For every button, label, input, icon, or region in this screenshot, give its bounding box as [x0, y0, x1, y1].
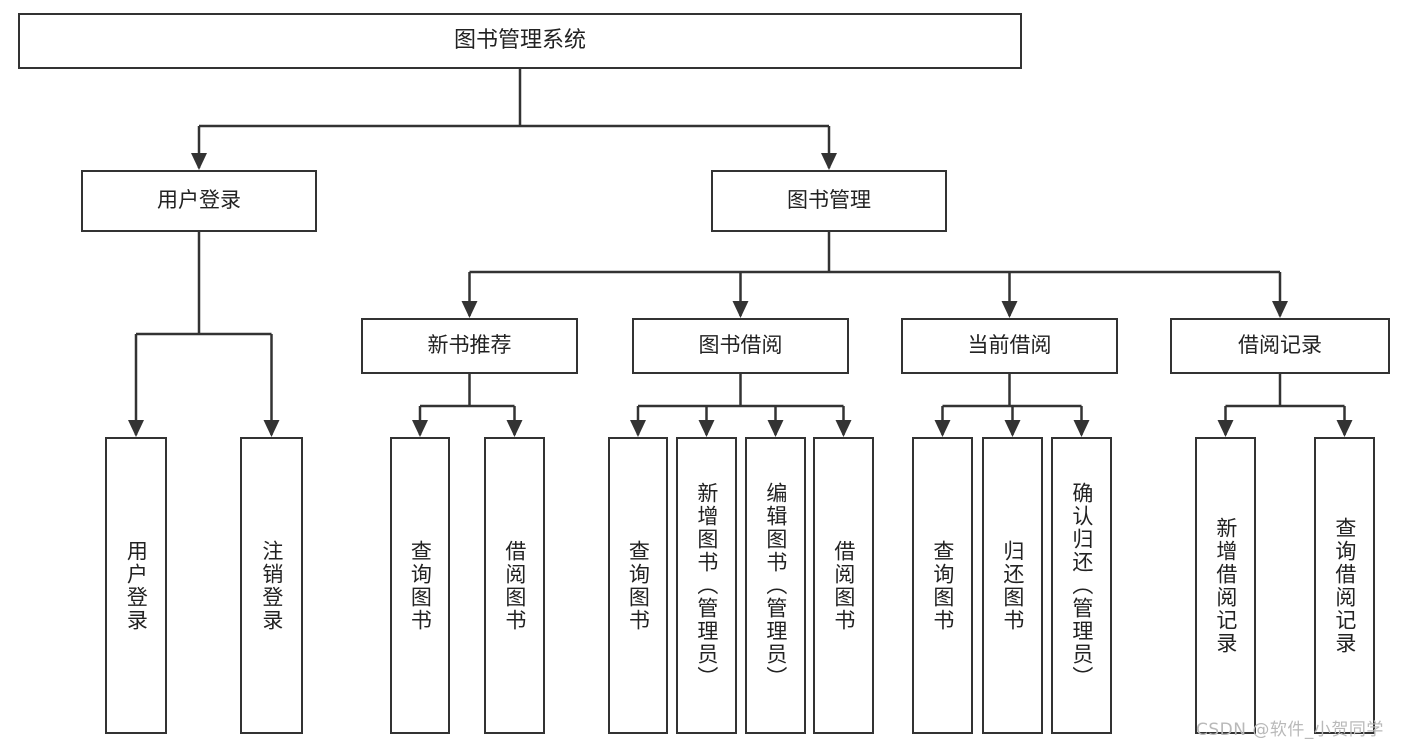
node-leaf-add-record[interactable]: 新增借阅记录 — [1195, 437, 1256, 734]
node-label-leaf-query-book-2: 查询图书 — [626, 539, 651, 632]
node-label-current-borrow: 当前借阅 — [967, 333, 1052, 358]
node-label-leaf-query-book-1: 查询图书 — [408, 539, 433, 632]
arrow-head-leaf-query-book-2 — [630, 420, 646, 437]
arrow-head-leaf-borrow-book-2 — [835, 420, 852, 437]
node-label-user-login: 用户登录 — [157, 188, 241, 213]
arrow-head-leaf-confirm-return — [1073, 420, 1090, 437]
arrow-head-user-login — [191, 153, 207, 170]
node-label-new-book-rec: 新书推荐 — [427, 333, 512, 358]
node-leaf-confirm-return[interactable]: 确认归还（管理员） — [1051, 437, 1112, 734]
node-leaf-return-book[interactable]: 归还图书 — [982, 437, 1043, 734]
node-user-login[interactable]: 用户登录 — [81, 170, 317, 232]
node-label-leaf-logout: 注销登录 — [259, 539, 284, 632]
arrow-head-book-borrow — [732, 301, 749, 318]
node-leaf-query-book-1[interactable]: 查询图书 — [390, 437, 450, 734]
arrow-head-leaf-add-book — [698, 420, 715, 437]
node-label-book-borrow: 图书借阅 — [698, 333, 783, 358]
arrow-head-book-manage — [821, 153, 837, 170]
node-leaf-borrow-book-1[interactable]: 借阅图书 — [484, 437, 545, 734]
node-label-root: 图书管理系统 — [453, 27, 586, 53]
node-label-leaf-borrow-book-2: 借阅图书 — [831, 539, 856, 632]
node-label-leaf-confirm-return: 确认归还（管理员） — [1069, 482, 1094, 689]
node-leaf-logout[interactable]: 注销登录 — [240, 437, 303, 734]
node-label-leaf-query-book-3: 查询图书 — [930, 539, 955, 632]
node-book-borrow[interactable]: 图书借阅 — [632, 318, 849, 374]
node-leaf-borrow-book-2[interactable]: 借阅图书 — [813, 437, 874, 734]
node-leaf-query-book-3[interactable]: 查询图书 — [912, 437, 973, 734]
node-label-leaf-add-book: 新增图书（管理员） — [694, 482, 719, 689]
arrow-head-leaf-query-book-1 — [412, 420, 428, 437]
node-leaf-edit-book[interactable]: 编辑图书（管理员） — [745, 437, 806, 734]
node-new-book-rec[interactable]: 新书推荐 — [361, 318, 578, 374]
node-leaf-query-record[interactable]: 查询借阅记录 — [1314, 437, 1375, 734]
node-label-leaf-edit-book: 编辑图书（管理员） — [763, 482, 788, 689]
node-current-borrow[interactable]: 当前借阅 — [901, 318, 1118, 374]
node-leaf-query-book-2[interactable]: 查询图书 — [608, 437, 668, 734]
arrow-head-leaf-return-book — [1004, 420, 1021, 437]
node-label-leaf-user-login: 用户登录 — [124, 539, 149, 632]
node-label-borrow-record: 借阅记录 — [1238, 333, 1322, 358]
node-leaf-user-login[interactable]: 用户登录 — [105, 437, 167, 734]
arrow-head-leaf-edit-book — [767, 420, 784, 437]
arrow-head-leaf-user-login — [128, 420, 144, 437]
node-label-leaf-add-record: 新增借阅记录 — [1213, 516, 1238, 655]
node-book-manage[interactable]: 图书管理 — [711, 170, 947, 232]
arrow-head-leaf-borrow-book-1 — [506, 420, 523, 437]
arrow-head-new-book-rec — [461, 301, 478, 318]
node-label-book-manage: 图书管理 — [787, 188, 871, 213]
node-label-leaf-borrow-book-1: 借阅图书 — [502, 539, 527, 632]
arrow-head-current-borrow — [1001, 301, 1018, 318]
node-label-leaf-query-record: 查询借阅记录 — [1332, 516, 1357, 655]
node-leaf-add-book[interactable]: 新增图书（管理员） — [676, 437, 737, 734]
node-root[interactable]: 图书管理系统 — [18, 13, 1022, 69]
arrow-head-leaf-logout — [263, 420, 280, 437]
arrow-head-borrow-record — [1272, 301, 1288, 318]
arrow-head-leaf-add-record — [1217, 420, 1234, 437]
arrow-head-leaf-query-record — [1336, 420, 1353, 437]
arrow-head-leaf-query-book-3 — [934, 420, 951, 437]
node-label-leaf-return-book: 归还图书 — [1000, 539, 1025, 632]
node-borrow-record[interactable]: 借阅记录 — [1170, 318, 1390, 374]
